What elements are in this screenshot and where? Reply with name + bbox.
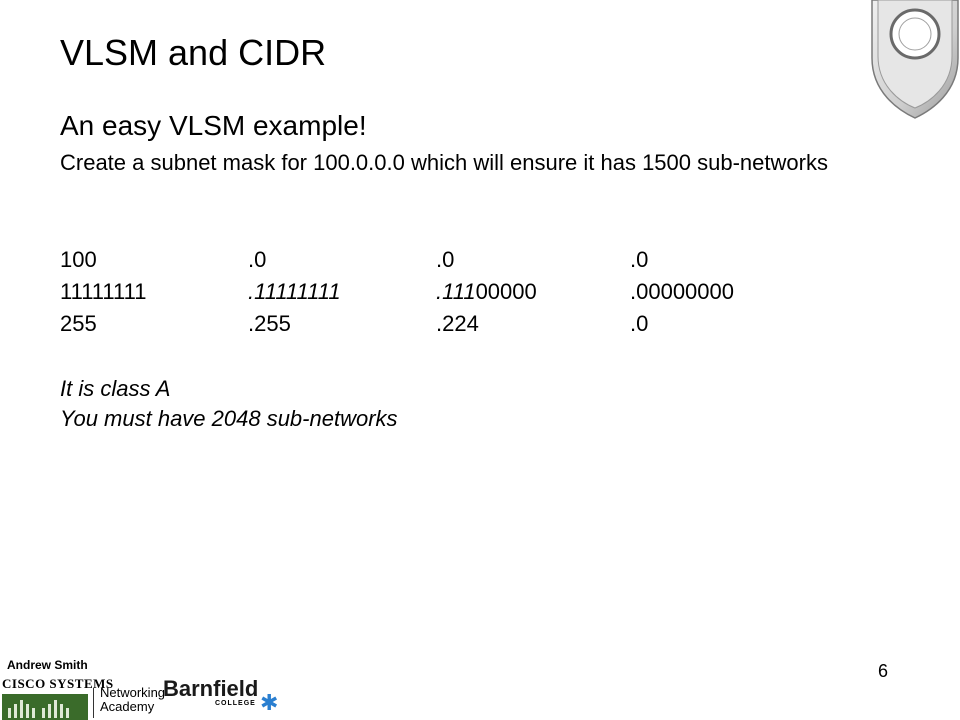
address-octet-4: .0	[630, 247, 649, 272]
open-university-logo-icon	[871, 0, 959, 119]
note-class: It is class A	[60, 376, 171, 401]
cisco-bars-icon	[2, 694, 88, 720]
barnfield-college-logo: Barnfield	[163, 676, 259, 701]
asterisk-star-icon: ✱	[260, 690, 279, 715]
footer-divider	[93, 688, 94, 718]
intro-text: Create a subnet mask for 100.0.0.0 which…	[60, 150, 828, 175]
college-subtext: COLLEGE	[215, 700, 256, 707]
address-row: 100 .0 .0 .0	[60, 244, 734, 276]
note-subnetworks: You must have 2048 sub-networks	[60, 406, 398, 431]
footer-logos: CISCO SYSTEMS Networking Academy Barnfie…	[0, 676, 290, 720]
academy-word: Academy	[100, 699, 155, 714]
subnet-table: 100 .0 .0 .0 11111111 .11111111 .1110000…	[60, 244, 734, 340]
networking-word: Networking	[100, 685, 166, 700]
address-octet-3: .0	[436, 247, 455, 272]
mask-octet-3: .224	[436, 311, 479, 336]
networking-academy-text: Networking Academy	[100, 686, 165, 714]
binary-octet-1: 11111111	[60, 279, 147, 304]
binary-row: 11111111 .11111111 .11100000 .00000000	[60, 276, 734, 308]
address-octet-1: 100	[60, 247, 97, 272]
slide-subtitle: An easy VLSM example!	[60, 110, 367, 141]
page-number: 6	[878, 661, 889, 681]
mask-octet-1: 255	[60, 311, 97, 336]
notes: It is class A You must have 2048 sub-net…	[60, 374, 398, 434]
mask-octet-4: .0	[630, 311, 649, 336]
binary-octet-3-zero-bits: 00000	[475, 279, 537, 304]
mask-octet-2: .255	[248, 311, 291, 336]
binary-octet-4: .00000000	[630, 279, 734, 304]
author-name: Andrew Smith	[7, 658, 88, 672]
slide-title: VLSM and CIDR	[60, 32, 327, 73]
binary-octet-2: .11111111	[248, 279, 341, 304]
cisco-systems-logo-text: CISCO SYSTEMS	[2, 676, 114, 691]
binary-octet-3-borrowed-bits: .111	[436, 279, 476, 304]
address-octet-2: .0	[248, 247, 267, 272]
mask-row: 255 .255 .224 .0	[60, 308, 734, 340]
binary-octet-3: .11100000	[436, 276, 630, 308]
